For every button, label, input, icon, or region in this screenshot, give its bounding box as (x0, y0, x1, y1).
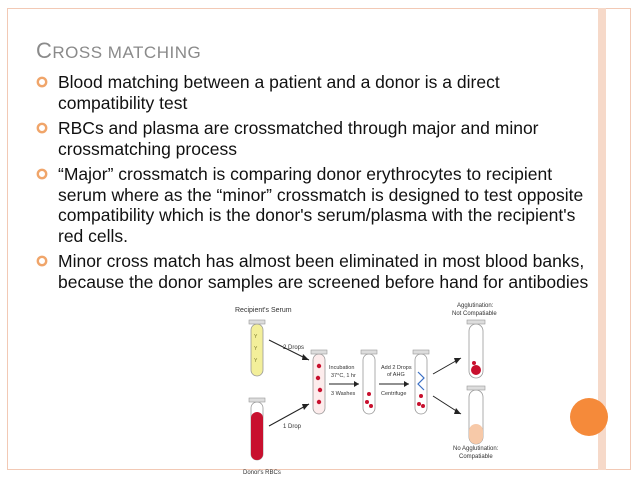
slide-right-bar (598, 8, 606, 470)
slide-title: CROSS MATCHING (36, 38, 201, 64)
rbc-tube (248, 397, 266, 461)
bullet-item: Minor cross match has almost been elimin… (36, 251, 596, 292)
bullet-icon (36, 122, 48, 134)
arrow-serum (268, 339, 310, 361)
arrowhead-outcome-negative (454, 408, 461, 414)
label-donors-rbcs: Donor's RBCs (243, 470, 281, 476)
label-no-agglutination-2: Compatiable (459, 454, 493, 460)
arrow-rbc (268, 403, 310, 427)
crossmatch-diagram: Recipient's Serum Donor's RBCs 2 Drops 1… (235, 303, 499, 476)
bullet-icon (36, 76, 48, 88)
label-centrifuge: Centrifuge (381, 391, 406, 397)
label-agglutination-1: Agglutination: (457, 303, 494, 309)
label-two-drops: 2 Drops (283, 345, 304, 351)
slide-frame (7, 8, 631, 470)
slide-title-rest: ROSS MATCHING (52, 43, 202, 62)
washed-tube (360, 349, 378, 415)
svg-text:Y: Y (254, 334, 258, 340)
positive-result-tube (466, 319, 486, 379)
svg-text:Y: Y (254, 346, 258, 352)
arrowhead-step-2 (404, 381, 409, 387)
bullet-text: Blood matching between a patient and a d… (58, 72, 500, 113)
arrowhead-step-1 (354, 381, 359, 387)
label-incubation-2: 37°C, 1 hr (331, 373, 356, 379)
arrowhead-rbc (302, 404, 309, 410)
bullet-text: RBCs and plasma are crossmatched through… (58, 118, 539, 159)
bullet-item: “Major” crossmatch is comparing donor er… (36, 164, 596, 246)
arrowhead-outcome-positive (454, 358, 461, 364)
bullet-list: Blood matching between a patient and a d… (36, 72, 596, 297)
bullet-text: “Major” crossmatch is comparing donor er… (58, 164, 584, 246)
svg-text:Y: Y (254, 358, 258, 364)
label-agglutination-2: Not Compatiable (452, 311, 497, 317)
label-three-washes: 3 Washes (331, 391, 356, 397)
label-incubation-1: Incubation (329, 365, 354, 371)
label-add-drops-2: of AHG (387, 372, 405, 378)
arrowhead-serum (302, 354, 309, 360)
bullet-text: Minor cross match has almost been elimin… (58, 251, 589, 292)
serum-tube: Y Y Y (248, 319, 266, 377)
slide-title-cap: C (36, 38, 53, 63)
bullet-icon (36, 168, 48, 180)
bullet-item: RBCs and plasma are crossmatched through… (36, 118, 596, 159)
bullet-item: Blood matching between a patient and a d… (36, 72, 596, 113)
ahg-tube (412, 349, 430, 415)
label-add-drops-1: Add 2 Drops (381, 365, 412, 371)
negative-result-tube (466, 385, 486, 445)
label-recipients-serum: Recipient's Serum (235, 307, 292, 314)
mix-tube (310, 349, 328, 415)
label-one-drop: 1 Drop (283, 424, 302, 430)
decorative-orange-circle (570, 398, 608, 436)
label-no-agglutination-1: No Agglutination: (453, 446, 499, 452)
bullet-icon (36, 255, 48, 267)
